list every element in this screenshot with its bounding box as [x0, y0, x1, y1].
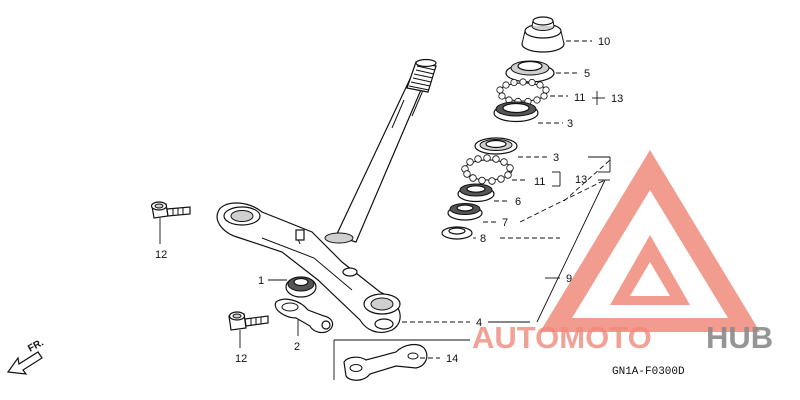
callout-3-lower: 3: [553, 152, 559, 164]
dust-seal-part-7: [447, 203, 483, 221]
callout-11-lower: 11: [534, 176, 545, 188]
stem-threads: [408, 65, 436, 91]
callout-13-upper: 13: [611, 93, 623, 105]
washer-part-8: [441, 226, 473, 240]
upper-outer-race-part-3: [493, 101, 539, 123]
watermark-brand-part2: HUB: [706, 320, 773, 355]
callout-12-lower: 12: [235, 353, 247, 365]
callout-labels: 10 5 11 13 3 3 11 13 6 7 8 9 4 1 2 12 12…: [155, 36, 623, 365]
callout-3-upper: 3: [567, 118, 573, 130]
callout-13-lower: 13: [575, 174, 587, 186]
callout-2: 2: [294, 341, 300, 353]
watermark-triangle: [540, 150, 760, 332]
lower-bearing-stack: [441, 137, 518, 240]
watermark-brand: AUTOMOTO HUB: [472, 320, 773, 355]
upper-race-part-5: [505, 60, 555, 83]
stem-nut-part-10: [521, 16, 565, 53]
callout-5: 5: [584, 68, 590, 80]
callout-6: 6: [515, 196, 521, 208]
callout-10: 10: [598, 36, 610, 48]
lower-ball-ring-part-11: [461, 154, 514, 185]
seal-part-1: [285, 276, 317, 298]
bottom-bridge: [216, 202, 401, 333]
leader-lines: [159, 40, 611, 380]
callout-14: 14: [446, 353, 458, 365]
callout-8: 8: [480, 233, 486, 245]
callout-4: 4: [476, 317, 482, 329]
steering-stem-shaft: [324, 58, 437, 244]
bolt-upper-part-12: [150, 201, 191, 219]
callout-11-upper: 11: [574, 92, 585, 104]
direction-label: FR.: [26, 337, 46, 354]
callout-7: 7: [502, 217, 508, 229]
upper-ball-ring-part-11: [496, 78, 550, 106]
front-direction-indicator: FR.: [6, 337, 46, 375]
callout-1: 1: [258, 275, 264, 287]
lower-outer-race-part-3: [474, 137, 518, 155]
arrow-down-left-icon: [6, 351, 43, 375]
stay-bracket-part-14: [343, 343, 428, 381]
diagram-code: GN1A-F0300D: [612, 366, 685, 378]
callout-9: 9: [566, 273, 572, 285]
lower-inner-race-part-6: [457, 183, 495, 203]
watermark-brand-part1: AUTOMOTO: [472, 320, 652, 355]
watermark-logo: [540, 150, 760, 332]
bolt-lower-part-12: [228, 311, 269, 331]
hose-clamp-part-2: [274, 298, 334, 334]
callout-12-upper: 12: [155, 249, 167, 261]
upper-bearing-stack: [493, 16, 565, 123]
